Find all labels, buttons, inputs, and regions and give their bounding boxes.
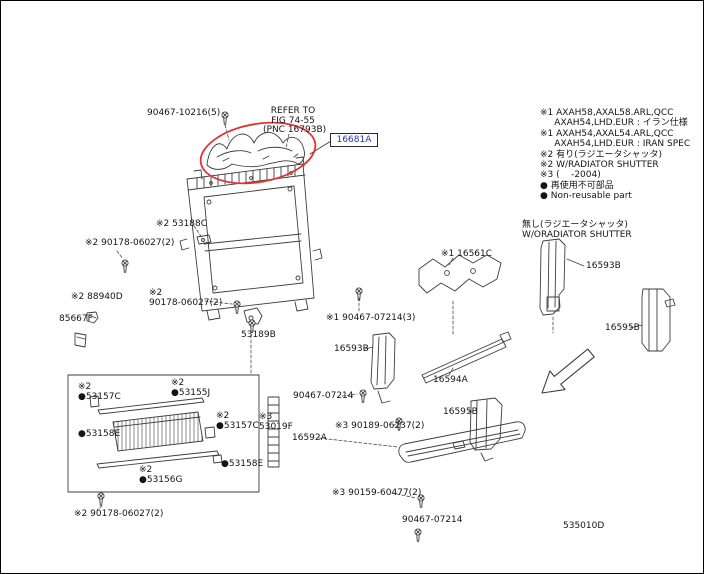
part-label-53158E-a: ●53158E: [78, 429, 121, 439]
bracket-16561C: [418, 254, 502, 294]
legend-line-8: ● 再使用不可部品: [540, 180, 614, 191]
part-label-16595B-right: 16595B: [605, 323, 640, 333]
part-label-90467-07214-mid: 90467-07214: [293, 391, 354, 401]
bracket-53189B: [243, 307, 263, 325]
part-label-16593B-center: 16593B: [334, 344, 369, 354]
part-label-16592A: 16592A: [292, 433, 327, 443]
legend-line-1: ※1 AXAH58,AXAL58.ARL,QCC: [540, 108, 674, 118]
part-label-88940D: ※2 88940D: [71, 292, 123, 302]
drawing-code: 535010D: [563, 521, 605, 531]
shutter-parts-box: [67, 374, 260, 493]
bracket-16593B-right: [539, 238, 566, 316]
part-label-90467-07214-bottom: 90467-07214: [402, 515, 463, 525]
leader-lines: [96, 124, 554, 511]
part-label-90178-bottom: ※2 90178-06027(2): [74, 509, 164, 519]
part-label-53155J: ※2 ●53155J: [171, 378, 211, 398]
part-label-85667F: 85667F: [59, 314, 93, 324]
part-label-53156G: ※2 ●53156G: [139, 465, 183, 485]
clip-53188C: [196, 234, 212, 245]
shutter-seal-part: [206, 132, 305, 170]
part-label-53019F: ※3 53019F: [259, 412, 293, 432]
part-label-53188C: ※2 53188C: [156, 219, 208, 229]
legend: ※1 AXAH58,AXAL58.ARL,QCC AXAH54,LHD.EUR …: [540, 108, 690, 202]
legend-line-9: ● Non-reusable part: [540, 191, 632, 202]
bar-16594A: [421, 331, 512, 384]
bracket-16593B-center: [370, 332, 396, 404]
legend-line-7: ※3 ( -2004): [540, 170, 601, 181]
selected-part-16681A[interactable]: 16681A: [330, 133, 378, 147]
part-label-16593B-right: 16593B: [586, 261, 621, 271]
part-label-90178-top: ※2 90178-06027(2): [85, 238, 175, 248]
part-label-90189-06237: ※3 90189-06237(2): [335, 421, 425, 431]
part-label-16561C: ※1 16561C: [441, 249, 493, 259]
sill-16592A: [398, 421, 526, 463]
bracket-16595B-center: [469, 397, 503, 462]
part-label-90467-10216: 90467-10216(5): [147, 108, 221, 118]
clip-88940D: [86, 311, 99, 324]
part-label-16595B-center: 16595B: [443, 407, 478, 417]
part-label-90159-60477: ※3 90159-60477(2): [332, 488, 422, 498]
legend-line-4: AXAH54,LHD.EUR : IRAN SPEC: [540, 139, 691, 150]
strip-53019F: [267, 396, 280, 468]
legend-line-6: ※2 W/RADIATOR SHUTTER: [540, 160, 659, 171]
solid-leaders: [364, 258, 643, 413]
part-label-53158E-b: ●53158E: [221, 459, 264, 469]
right-section-title-jp: 無し(ラジエータシャッタ): [522, 220, 628, 230]
bracket-85667F: [74, 332, 87, 348]
refer-note: REFER TO FIG 74-55 (PNC 16793B): [263, 106, 327, 135]
direction-arrow: [541, 348, 595, 394]
highlight-ellipse: [199, 121, 317, 185]
part-label-16594A: 16594A: [433, 375, 468, 385]
legend-line-5: ※2 有り(ラジエータシャッタ): [540, 149, 662, 160]
part-label-53157C-b: ※2 ●53157C: [216, 411, 259, 431]
part-label-53157C-a: ※2 ●53157C: [78, 382, 121, 402]
legend-line-3: ※1 AXAH54,AXAL54.ARL,QCC: [540, 128, 674, 139]
legend-line-2: AXAH54,LHD.EUR : イラン仕様: [540, 118, 688, 129]
part-label-90178-mid: ※2 90178-06027(2): [149, 288, 223, 308]
part-label-90467-07214-3: ※1 90467-07214(3): [326, 313, 416, 323]
bracket-16595B-right: [641, 288, 676, 352]
part-label-53189B: 53189B: [241, 330, 276, 340]
right-section-title-en: W/ORADIATOR SHUTTER: [522, 230, 632, 240]
